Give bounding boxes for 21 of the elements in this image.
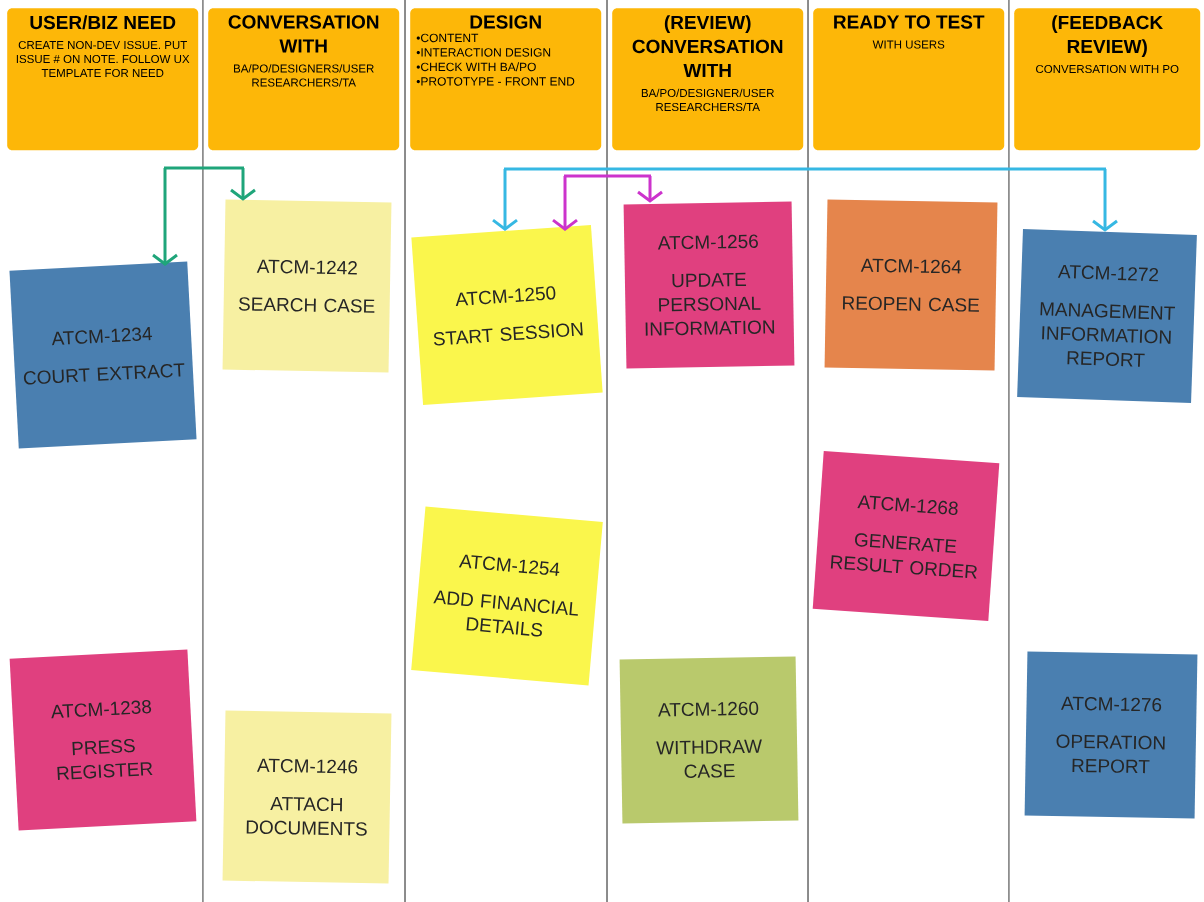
sticky-note: ATCM-1250 START SESSION <box>411 224 603 406</box>
arrow <box>552 176 578 231</box>
sticky-note: ATCM-1272 MANAGEMENT INFORMATION REPORT <box>1017 229 1197 403</box>
column-header: DESIGN •CONTENT •INTERACTION DESIGN •CHECK WITH BA/PO •PROTOTYPE - FRONT END <box>410 8 602 151</box>
arrow <box>152 168 178 266</box>
column-header: (FEEDBACK REVIEW) CONVERSATION WITH PO <box>1014 8 1201 151</box>
sticky-note: ATCM-1254 ADD FINANCIAL DETAILS <box>411 506 603 686</box>
column-header: (REVIEW) CONVERSATION WITH BA/PO/DESIGNER/USER RESEARCHERS/TA <box>612 8 804 151</box>
sticky-note: ATCM-1256 UPDATE PERSONAL INFORMATION <box>623 201 795 369</box>
arrow <box>1092 169 1118 232</box>
sticky-note: ATCM-1268 GENERATE RESULT ORDER <box>812 451 1000 621</box>
column-header: READY TO TEST WITH USERS <box>813 8 1005 151</box>
arrow <box>492 169 518 231</box>
sticky-note: ATCM-1242 SEARCH CASE <box>222 199 392 373</box>
sticky-note: ATCM-1264 REOPEN CASE <box>824 199 998 371</box>
column-header: CONVERSATION WITH BA/PO/DESIGNERS/USER RESEARCHERS/TA <box>208 8 400 151</box>
sticky-note: ATCM-1260 WITHDRAW CASE <box>619 656 799 824</box>
sticky-note: ATCM-1246 ATTACH DOCUMENTS <box>222 710 392 884</box>
column-header: USER/BIZ NEED CREATE NON-DEV ISSUE. PUT ISSUE # ON NOTE. FOLLOW UX TEMPLATE FOR NEED <box>7 8 199 151</box>
sticky-note: ATCM-1276 OPERATION REPORT <box>1024 651 1198 819</box>
arrow <box>230 168 256 201</box>
